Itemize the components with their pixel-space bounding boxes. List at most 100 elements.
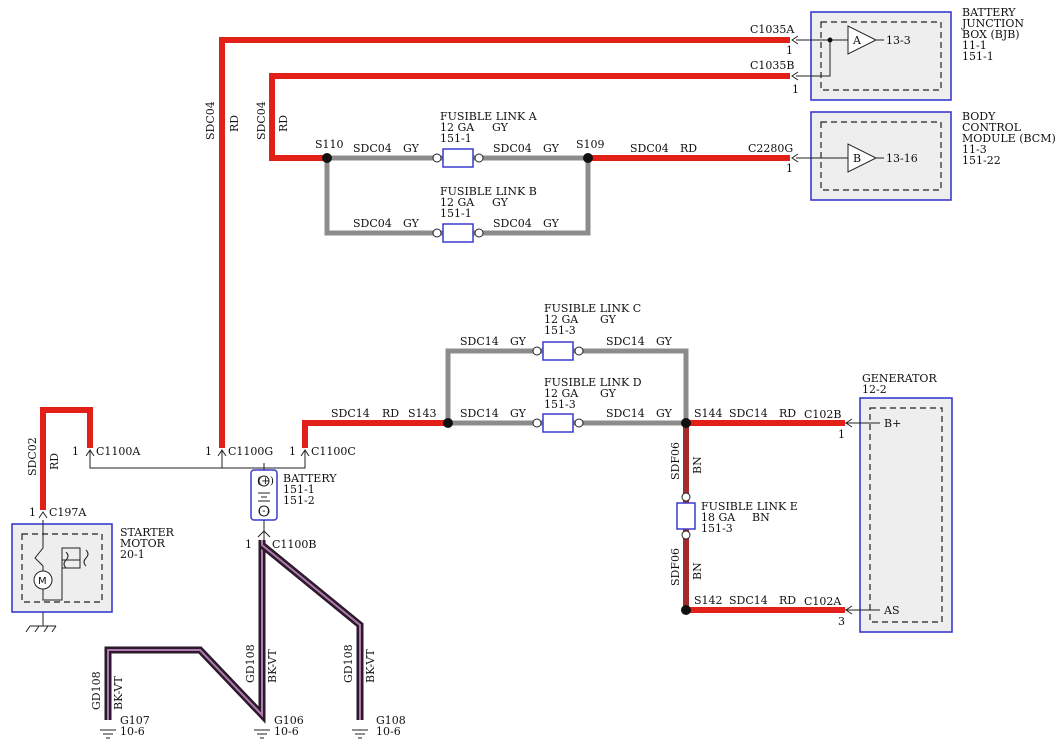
pin-c197a: 1: [29, 506, 36, 519]
pin-c102a: 3: [838, 615, 845, 628]
circ-sdf06-vert-2: SDF06: [669, 548, 682, 586]
svg-text:M: M: [38, 576, 47, 587]
flb-color: GY: [492, 196, 509, 209]
circ-c1100c: SDC14: [331, 407, 370, 420]
flc-gauge: 12 GA: [544, 313, 579, 326]
starter-ref: 20-1: [120, 548, 145, 561]
col-fld-right: GY: [656, 407, 673, 420]
wire-gd108-group: [104, 540, 364, 724]
battery-name: BATTERY: [283, 472, 337, 485]
generator-ref: 12-2: [862, 383, 887, 396]
fusible-link-b: [442, 223, 474, 243]
fle-ref: 151-3: [701, 522, 733, 535]
ground-g108-icon: [352, 729, 368, 739]
conn-c1100b: C1100B: [272, 538, 317, 551]
fla-color: GY: [492, 121, 509, 134]
conn-c1100c: C1100C: [311, 445, 356, 458]
battery-icon: [250, 463, 278, 540]
col-flb-right: GY: [543, 217, 560, 230]
fld-name: FUSIBLE LINK D: [544, 376, 642, 389]
circ-sdc02-vert: SDC02: [26, 437, 39, 476]
generator-pin-as: AS: [883, 604, 899, 617]
fusible-link-e: [676, 502, 696, 530]
ground-g108-name: G108: [376, 714, 406, 727]
circ-flc-right: SDC14: [606, 335, 645, 348]
fla-gauge: 12 GA: [440, 121, 475, 134]
bcm-pin: B: [853, 152, 861, 165]
col-gd108-vert-3: BK-VT: [364, 649, 377, 683]
circ-s144-gen: SDC14: [729, 407, 768, 420]
bcm-label-2: CONTROL: [962, 121, 1022, 134]
circ-s110-fla: SDC04: [353, 142, 392, 155]
fld-ref: 151-3: [544, 398, 576, 411]
fla-name: FUSIBLE LINK A: [440, 110, 538, 123]
col-gd108-vert-2: BK-VT: [266, 649, 279, 683]
conn-c197a: C197A: [49, 506, 87, 519]
label-s109: S109: [576, 138, 605, 151]
bjb-ref-1: 11-1: [962, 39, 987, 52]
fusible-link-a: [442, 148, 474, 168]
conn-c102b: C102B: [804, 408, 842, 421]
circ-sdc04-vert-1: SDC04: [204, 101, 217, 140]
col-s110-fla: GY: [403, 142, 420, 155]
col-c1100c: RD: [382, 407, 399, 420]
circ-flb-right: SDC04: [493, 217, 532, 230]
circ-s109-bcm: SDC04: [630, 142, 669, 155]
battery-minus: (-): [258, 505, 270, 517]
conn-c1035a: C1035A: [750, 23, 795, 36]
col-flb-left: GY: [403, 217, 420, 230]
ground-g106-name: G106: [274, 714, 304, 727]
flb-gauge: 12 GA: [440, 196, 475, 209]
pin-c1100c: 1: [289, 445, 296, 458]
circ-sdc04-vert-2: SDC04: [255, 101, 268, 140]
conn-c1100a: C1100A: [96, 445, 141, 458]
splice-s142: [681, 605, 691, 615]
label-s144: S144: [694, 407, 723, 420]
circ-gd108-vert-1: GD108: [90, 671, 103, 710]
label-s143: S143: [408, 407, 437, 420]
ground-g108-ref: 10-6: [376, 725, 401, 738]
pin-c1100a: 1: [72, 445, 79, 458]
pin-c102b: 1: [838, 428, 845, 441]
col-s109-bcm: RD: [680, 142, 697, 155]
flc-ref: 151-3: [544, 324, 576, 337]
generator-module: [859, 397, 953, 633]
flb-name: FUSIBLE LINK B: [440, 185, 537, 198]
bcm-module: [810, 111, 952, 201]
flc-name: FUSIBLE LINK C: [544, 302, 641, 315]
fusible-link-c: [542, 341, 574, 361]
circ-gd108-vert-3: GD108: [342, 644, 355, 683]
conn-c1100g: C1100G: [228, 445, 273, 458]
col-fld-left: GY: [510, 407, 527, 420]
bjb-pin: A: [852, 34, 862, 47]
pin-c1035a: 1: [786, 44, 793, 57]
flc-color: GY: [600, 313, 617, 326]
circ-fld-right: SDC14: [606, 407, 645, 420]
circ-sdf06-vert-1: SDF06: [669, 442, 682, 480]
conn-c2280g: C2280G: [748, 142, 793, 155]
ground-g107-name: G107: [120, 714, 150, 727]
fle-gauge: 18 GA: [701, 511, 736, 524]
circ-fla-s109: SDC04: [493, 142, 532, 155]
battery-ref-1: 151-1: [283, 483, 315, 496]
col-sdf06-vert-2: BN: [691, 562, 704, 580]
bjb-dest: 13-3: [886, 34, 911, 47]
col-flc-left: GY: [510, 335, 527, 348]
pin-c1035b: 1: [792, 83, 799, 96]
generator-pin-b: B+: [884, 417, 901, 430]
circ-s142-gen: SDC14: [729, 594, 768, 607]
bjb-module: [810, 11, 952, 101]
ground-g106-ref: 10-6: [274, 725, 299, 738]
pin-c1100g: 1: [205, 445, 212, 458]
pin-c2280g: 1: [786, 162, 793, 175]
fla-ref: 151-1: [440, 132, 472, 145]
col-sdc04-vert-2: RD: [277, 115, 290, 132]
wire-sdc14-s143: [302, 420, 448, 448]
bjb-label-3: BOX (BJB): [962, 28, 1020, 41]
bcm-ref-1: 11-3: [962, 143, 987, 156]
battery-plus: (+): [257, 475, 274, 487]
splice-s143: [443, 418, 453, 428]
circ-flc-left: SDC14: [460, 335, 499, 348]
ground-g106-icon: [254, 729, 270, 739]
